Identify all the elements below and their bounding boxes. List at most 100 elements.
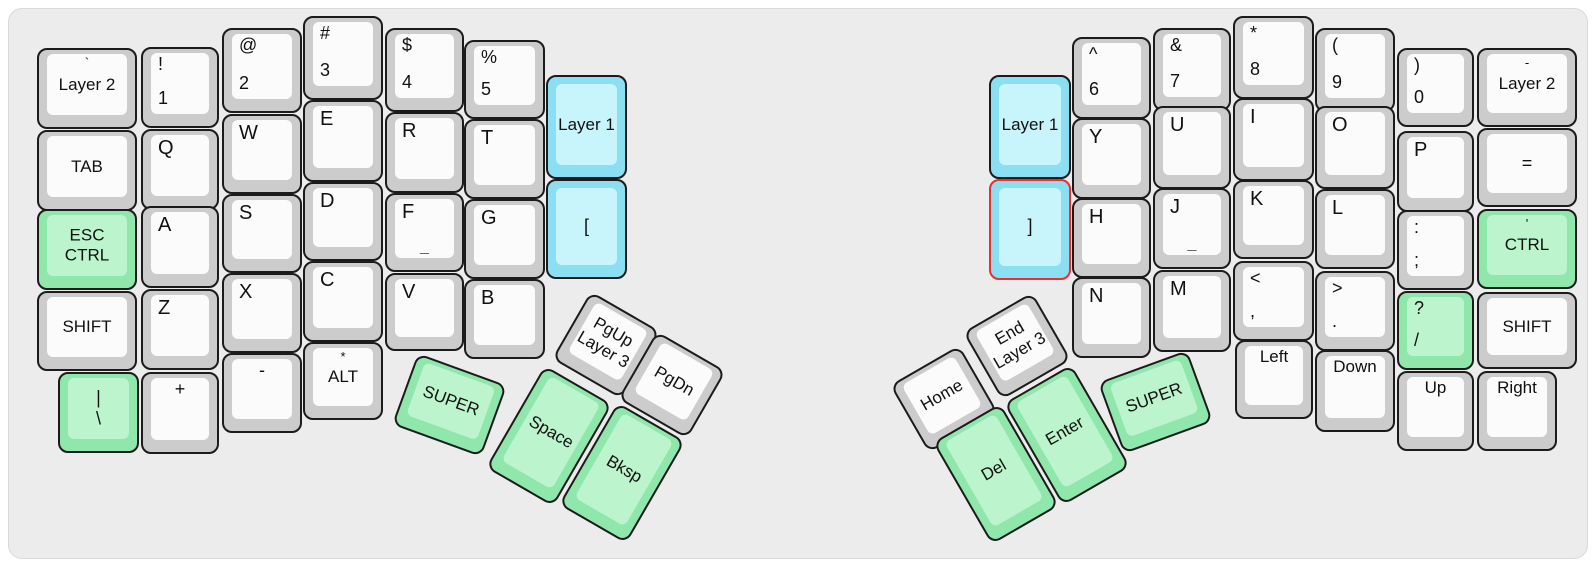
key-super-right[interactable]: SUPER	[1097, 350, 1214, 454]
key-percent-5[interactable]: %5	[464, 40, 545, 119]
key-super-left[interactable]: SUPER	[391, 353, 508, 457]
key-label: PgDn	[651, 362, 698, 400]
key-minus-layer2[interactable]: -Layer 2	[1477, 48, 1577, 127]
key-caret-6[interactable]: ^6	[1072, 37, 1151, 119]
key-pipe-backslash[interactable]: | \	[58, 372, 139, 453]
key-n[interactable]: N	[1072, 277, 1151, 358]
key-t[interactable]: T	[464, 119, 545, 199]
key-y[interactable]: Y	[1072, 118, 1151, 199]
key-tab[interactable]: TAB	[37, 130, 137, 211]
keycap-top: L	[1325, 195, 1385, 255]
key-label: SHIFT	[62, 316, 112, 336]
key-lbracket[interactable]: [	[546, 179, 627, 279]
key-label: ,	[1250, 301, 1256, 322]
key-at-2[interactable]: @2	[222, 28, 302, 113]
keycap-top: D	[313, 188, 373, 247]
key-label: X	[239, 281, 253, 303]
keycap-top: -	[232, 359, 292, 419]
key-star-alt[interactable]: *ALT	[303, 342, 383, 420]
key-label: W	[239, 122, 258, 144]
keycap-top: +	[151, 378, 209, 440]
key-hash-3[interactable]: #3	[303, 16, 383, 100]
key-star-8[interactable]: *8	[1233, 16, 1314, 99]
key-esc-ctrl[interactable]: ESC CTRL	[37, 209, 137, 290]
key-label: Layer 2	[58, 74, 116, 94]
key-d[interactable]: D	[303, 182, 383, 261]
key-label: E	[320, 108, 334, 130]
key-label: 7	[1170, 71, 1181, 92]
key-left-arrow[interactable]: Left	[1235, 340, 1313, 419]
keycap-top: ` Layer 2	[47, 54, 127, 115]
key-label: Q	[158, 137, 174, 159]
key-shift-left[interactable]: SHIFT	[37, 291, 137, 371]
key-label: `	[84, 55, 90, 70]
keycap-top: Layer 1	[999, 84, 1061, 165]
key-question-slash[interactable]: ?/	[1397, 291, 1474, 370]
key-label: !	[158, 54, 164, 74]
key-x[interactable]: X	[222, 273, 302, 353]
key-j[interactable]: J_	[1153, 188, 1231, 269]
key-q[interactable]: Q	[141, 129, 219, 210]
key-v[interactable]: V	[385, 273, 464, 351]
key-label: End Layer 3	[990, 317, 1050, 374]
key-up-arrow[interactable]: Up	[1397, 371, 1474, 451]
key-colon-semicolon[interactable]: :;	[1397, 210, 1474, 290]
key-equals[interactable]: =	[1477, 128, 1577, 207]
key-label: PgUp Layer 3	[573, 313, 637, 373]
key-paren-9[interactable]: (9	[1315, 28, 1395, 112]
key-rbracket[interactable]: ]	[989, 179, 1071, 280]
key-u[interactable]: U	[1153, 106, 1231, 189]
key-a[interactable]: A	[141, 206, 219, 288]
keycap-top: ^6	[1082, 43, 1141, 105]
key-label: %	[481, 47, 498, 67]
key-shift-right[interactable]: SHIFT	[1477, 292, 1577, 369]
key-c[interactable]: C	[303, 261, 383, 342]
key-p[interactable]: P	[1397, 131, 1474, 212]
key-w[interactable]: W	[222, 114, 302, 194]
key-greater-period[interactable]: >.	[1315, 271, 1395, 351]
keycap-top: S	[232, 200, 292, 259]
key-e[interactable]: E	[303, 100, 383, 182]
key-h[interactable]: H	[1072, 198, 1151, 278]
key-less-comma[interactable]: <,	[1233, 261, 1314, 341]
keycap-top: *ALT	[313, 348, 373, 406]
key-s[interactable]: S	[222, 194, 302, 273]
keycap-top: End Layer 3	[974, 302, 1056, 383]
key-f[interactable]: F_	[385, 193, 464, 272]
key-m[interactable]: M	[1153, 270, 1231, 352]
key-label: -	[259, 360, 265, 380]
key-label: (	[1332, 35, 1338, 55]
key-minus-left[interactable]: -	[222, 353, 302, 433]
key-z[interactable]: Z	[141, 289, 219, 370]
key-r[interactable]: R	[385, 112, 464, 193]
key-dollar-4[interactable]: $4	[385, 28, 464, 112]
key-label: :	[1414, 217, 1420, 237]
key-quote-ctrl[interactable]: 'CTRL	[1477, 209, 1577, 289]
keycap-top: W	[232, 120, 292, 180]
key-label: Down	[1333, 357, 1377, 376]
key-layer1-left[interactable]: Layer 1	[546, 75, 627, 179]
key-layer1-right[interactable]: Layer 1	[989, 75, 1071, 179]
keycap-top: ]	[999, 188, 1061, 266]
key-g[interactable]: G	[464, 199, 545, 279]
key-o[interactable]: O	[1315, 106, 1395, 189]
key-paren-0[interactable]: )0	[1397, 48, 1474, 127]
keycap-top: PgDn	[633, 341, 715, 422]
key-label: Up	[1424, 378, 1447, 397]
key-label: @	[239, 35, 258, 55]
key-label: Layer 2	[1498, 73, 1556, 93]
key-i[interactable]: I	[1233, 98, 1314, 181]
key-plus[interactable]: +	[141, 372, 219, 454]
key-amp-7[interactable]: &7	[1153, 28, 1231, 111]
key-label: H	[1089, 206, 1104, 228]
key-grave-layer2[interactable]: ` Layer 2	[37, 48, 137, 129]
keycap-top: SUPER	[1109, 359, 1199, 438]
key-l[interactable]: L	[1315, 189, 1395, 269]
keycap-top: O	[1325, 112, 1385, 175]
key-right-arrow[interactable]: Right	[1477, 371, 1557, 451]
key-down-arrow[interactable]: Down	[1315, 350, 1395, 432]
key-excl-1[interactable]: !1	[141, 47, 219, 128]
key-k[interactable]: K	[1233, 180, 1314, 259]
key-b[interactable]: B	[464, 279, 545, 359]
